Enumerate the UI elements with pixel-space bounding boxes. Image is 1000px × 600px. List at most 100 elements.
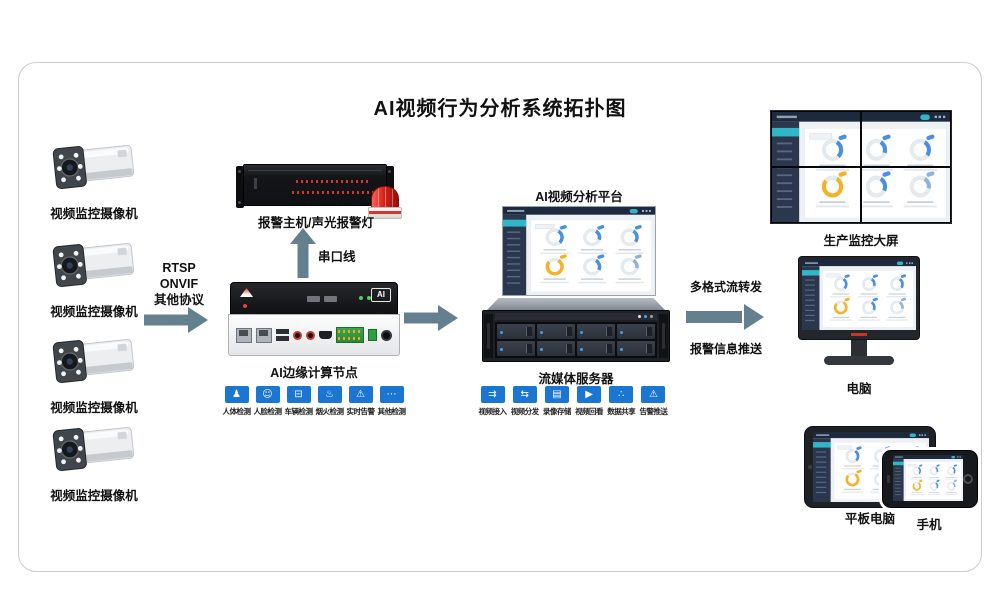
edge-feature-row: ♟ 人体检测 ☺ 人脸检测 ⊟ 车辆检测 ♨ 烟火检测 ⚠ 实时告警 ⋯ 其他检…	[222, 386, 406, 417]
camera-3: 视频监控摄像机	[32, 332, 156, 416]
other-detect-icon: ⋯	[379, 386, 404, 403]
dash-topbar	[802, 260, 916, 267]
donut-gauge	[859, 134, 894, 171]
server-label: 流媒体服务器	[538, 372, 614, 386]
donut-gauge	[858, 274, 880, 298]
donut-gauge	[910, 464, 924, 480]
donut-gauge	[815, 170, 850, 208]
phone-device	[882, 450, 978, 508]
feature-label: 其他检测	[377, 407, 407, 416]
dash-sidebar	[802, 266, 820, 330]
server-control-strip	[495, 313, 657, 320]
edge-feature-vehicle: ⊟ 车辆检测	[284, 386, 313, 417]
dash-content	[819, 266, 916, 330]
server-feature-row: ⇉ 视频接入 ⇆ 视频分发 ▤ 录像存储 ▶ 视频回看 ∴ 数据共享 ⚠ 告警推…	[478, 386, 668, 417]
mini-dashboard	[802, 260, 916, 330]
donut-gauge	[615, 253, 644, 284]
feature-label: 数据共享	[607, 407, 636, 416]
donut-gauge	[815, 134, 850, 171]
platform-screenshot	[502, 206, 656, 296]
server-top-lid	[486, 298, 666, 311]
feature-label: 录像存储	[542, 407, 572, 416]
pc-device	[798, 256, 920, 368]
stream-flow-label: 多格式流转发	[689, 280, 762, 294]
brand-logo-icon	[240, 288, 253, 297]
donut-gauge	[615, 224, 644, 254]
cloud-icon	[909, 433, 916, 438]
platform-label: AI视频分析平台	[535, 190, 623, 204]
protocol-onvif: ONVIF	[159, 277, 199, 291]
edge-feature-other: ⋯ 其他检测	[377, 386, 406, 417]
fire-smoke-detect-icon: ♨	[317, 386, 342, 403]
dash-topbar	[813, 432, 929, 439]
rack-ear	[659, 314, 668, 358]
dc-power-jack-icon	[381, 329, 392, 341]
feature-label: 车辆检测	[284, 407, 314, 416]
video-distribute-icon: ⇆	[512, 386, 537, 403]
camera-icon	[52, 144, 135, 189]
power-led-icon	[243, 304, 247, 308]
donut-gauge	[927, 479, 941, 495]
monitor-stand	[851, 340, 867, 357]
edge-feature-human: ♟ 人体检测	[222, 386, 251, 417]
cloud-icon	[920, 114, 930, 120]
alarm-host-device	[236, 164, 402, 219]
feature-label: 视频接入	[478, 407, 508, 416]
server-feature-distribute: ⇆ 视频分发	[510, 386, 539, 417]
face-detect-icon: ☺	[255, 386, 280, 403]
server-feature-storage: ▤ 录像存储	[542, 386, 571, 417]
donut-gauge	[886, 297, 908, 321]
hdmi-port-icon	[318, 331, 332, 339]
camera-label: 视频监控摄像机	[50, 207, 138, 221]
mini-dashboard	[893, 455, 963, 501]
rack-ear	[236, 166, 244, 208]
tablet-camera-icon	[808, 465, 812, 469]
donut-gauge	[577, 224, 607, 254]
audio-jack-icon	[305, 330, 315, 340]
donut-gauge	[841, 469, 864, 493]
media-server-device	[482, 298, 670, 362]
donut-gauge	[927, 464, 941, 480]
ai-badge: AI	[371, 288, 391, 302]
feature-label: 实时告警	[346, 407, 376, 416]
donut-gauge	[859, 170, 894, 208]
donut-gauge	[830, 274, 852, 298]
dash-sidebar	[503, 214, 527, 295]
protocol-list: RTSP ONVIF 其他协议	[140, 260, 218, 308]
drive-bays	[495, 322, 657, 358]
usb-ports-icon	[276, 329, 290, 341]
donut-gauge	[841, 446, 864, 470]
camera-icon	[52, 242, 135, 287]
donut-gauge	[886, 274, 908, 298]
donut-gauge	[944, 464, 958, 480]
video-playback-icon: ▶	[577, 386, 602, 403]
feature-label: 人体检测	[222, 407, 252, 416]
camera-icon	[52, 426, 135, 471]
edge-feature-alarm: ⚠ 实时告警	[346, 386, 375, 417]
cloud-icon	[951, 456, 956, 459]
dash-sidebar	[772, 121, 800, 222]
camera-label: 视频监控摄像机	[50, 305, 138, 319]
camera-to-edge-arrow-icon	[144, 306, 208, 334]
donut-gauge	[910, 479, 924, 495]
wall-label: 生产监控大屏	[823, 234, 899, 248]
camera-icon	[52, 338, 135, 383]
dash-topbar	[893, 455, 963, 460]
dash-topbar	[503, 207, 655, 215]
camera-1: 视频监控摄像机	[32, 138, 156, 222]
feature-label: 烟火检测	[315, 407, 345, 416]
phone-speaker-icon	[887, 475, 890, 483]
server-feature-push: ⚠ 告警推送	[639, 386, 668, 417]
phone-home-button-icon	[963, 474, 973, 484]
page-title: AI视频行为分析系统拓扑图	[373, 98, 627, 120]
video-ingest-icon: ⇉	[480, 386, 505, 403]
server-feature-playback: ▶ 视频回看	[575, 386, 604, 417]
data-share-icon: ∴	[609, 386, 634, 403]
server-to-endpoints-arrow-icon	[686, 302, 764, 332]
status-led-icon	[367, 296, 371, 300]
alarm-chassis	[243, 164, 387, 206]
serial-cable-label: 串口线	[318, 250, 356, 264]
mini-dashboard	[503, 207, 655, 295]
donut-gauge	[540, 224, 569, 254]
edge-port-panel	[228, 314, 400, 356]
